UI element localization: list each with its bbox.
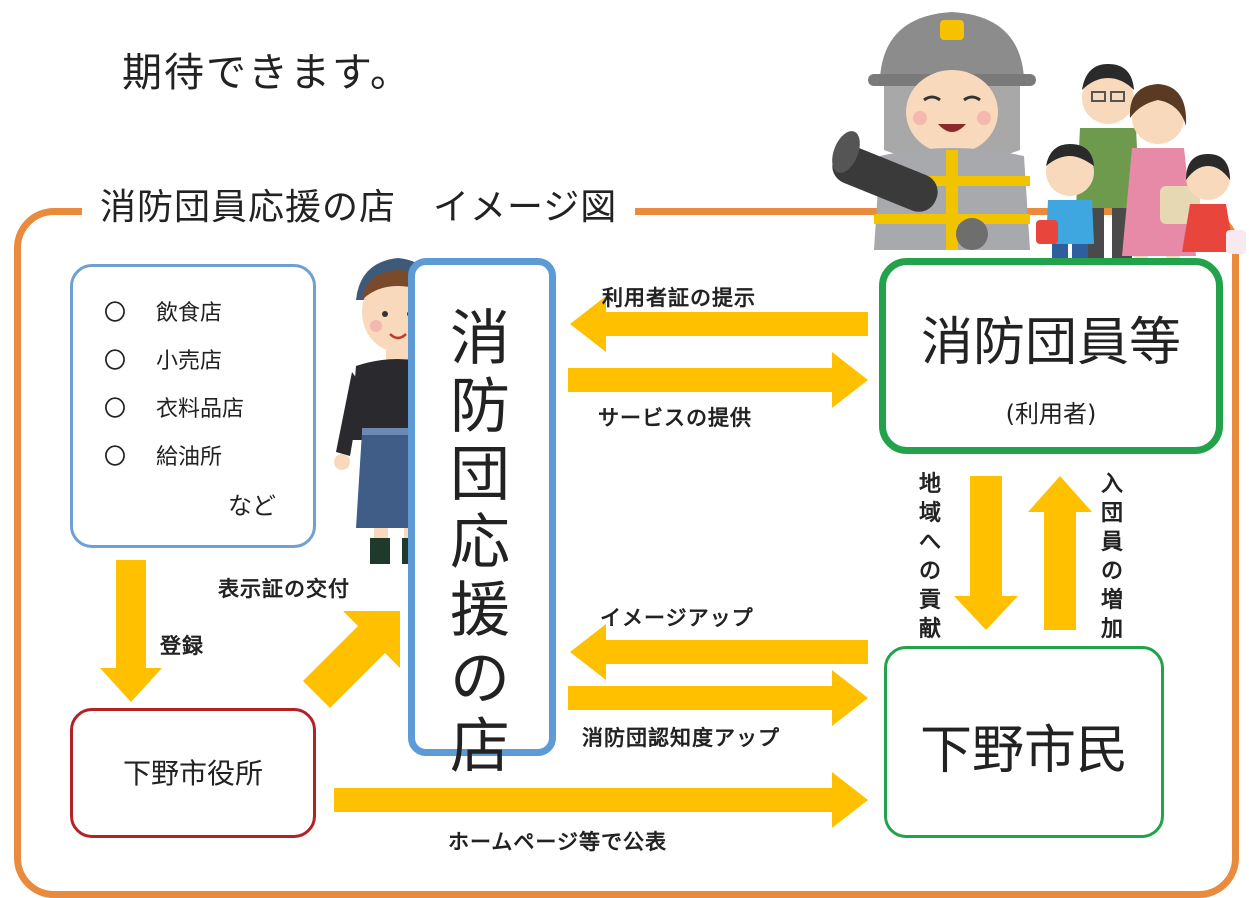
shop-type-label: 衣料品店 <box>156 397 245 422</box>
contribution-label-char: 貢 <box>918 588 941 613</box>
store-label-char: 店 <box>450 712 510 782</box>
increase-label-char: 団 <box>1100 501 1123 526</box>
citizens-box <box>884 646 1164 838</box>
register-label: 登録 <box>160 634 204 658</box>
shop-type-label: 小売店 <box>156 349 223 374</box>
shop-type-item: 〇 小売店 <box>104 338 244 386</box>
increase-label-char: の <box>1100 559 1123 584</box>
register-arrow <box>100 560 162 702</box>
shop-types-list: 〇飲食店 〇小売店 〇衣料品店 〇給油所 <box>104 290 244 482</box>
show-card-arrow <box>570 296 868 352</box>
issue-sign-arrow <box>303 611 400 708</box>
store-label-char: 援 <box>450 576 510 646</box>
service-label: サービスの提供 <box>598 406 752 430</box>
image-up-label: イメージアップ <box>600 606 754 630</box>
contribution-label-char: 域 <box>918 501 941 526</box>
increase-label-char: 加 <box>1100 617 1123 642</box>
contribution-label-char: 地 <box>918 472 941 497</box>
citizens-label: 下野市民 <box>919 721 1128 781</box>
shop-types-etc: など <box>228 492 276 520</box>
bullet-icon: 〇 <box>104 301 127 326</box>
image-up-arrow <box>570 624 868 680</box>
shop-type-label: 給油所 <box>156 445 223 470</box>
diagram-title: 消防団員応援の店 イメージ図 <box>82 182 636 234</box>
shop-type-item: 〇 飲食店 <box>104 290 244 338</box>
contribution-label: 地 域 へ の 貢 献 <box>916 470 944 644</box>
awareness-up-label: 消防団認知度アップ <box>582 726 780 750</box>
shop-type-item: 〇 衣料品店 <box>104 386 244 434</box>
fire-corps-members-sublabel: (利用者) <box>1005 400 1097 428</box>
publish-label: ホームページ等で公表 <box>448 830 667 854</box>
service-arrow <box>568 352 868 408</box>
store-label-char: 応 <box>450 508 510 578</box>
family-illustration <box>1036 64 1246 270</box>
bullet-icon: 〇 <box>104 445 127 470</box>
increase-label-char: 増 <box>1100 588 1123 613</box>
city-hall-label: 下野市役所 <box>122 757 263 790</box>
supporting-store-label: 消 防 団 応 援 の 店 <box>430 305 530 781</box>
increase-label: 入 団 員 の 増 加 <box>1098 470 1126 644</box>
increase-arrow <box>1028 476 1092 630</box>
contribution-arrow <box>954 476 1018 630</box>
bullet-icon: 〇 <box>104 397 127 422</box>
firefighter-illustration <box>832 12 1036 250</box>
awareness-up-arrow <box>568 670 868 726</box>
contribution-label-char: 献 <box>918 617 941 642</box>
contribution-label-char: へ <box>918 530 941 555</box>
increase-label-char: 入 <box>1100 472 1123 497</box>
store-label-char: 防 <box>450 372 510 442</box>
fire-corps-members-box <box>879 258 1223 454</box>
issue-sign-label: 表示証の交付 <box>218 577 350 601</box>
shop-type-item: 〇 給油所 <box>104 434 244 482</box>
increase-label-char: 員 <box>1100 530 1123 555</box>
intro-text: 期待できます。 <box>122 50 412 96</box>
city-hall-box <box>70 708 316 838</box>
shop-type-label: 飲食店 <box>156 301 223 326</box>
store-label-char: 団 <box>450 440 510 510</box>
store-label-char: 消 <box>450 304 510 374</box>
fire-corps-members-label: 消防団員等 <box>920 313 1181 373</box>
supporting-store-box <box>408 258 556 756</box>
shop-types-box <box>70 264 316 548</box>
store-label-char: の <box>450 644 510 714</box>
contribution-label-char: の <box>918 559 941 584</box>
bullet-icon: 〇 <box>104 349 127 374</box>
publish-arrow <box>334 772 868 828</box>
show-card-label: 利用者証の提示 <box>602 286 756 310</box>
